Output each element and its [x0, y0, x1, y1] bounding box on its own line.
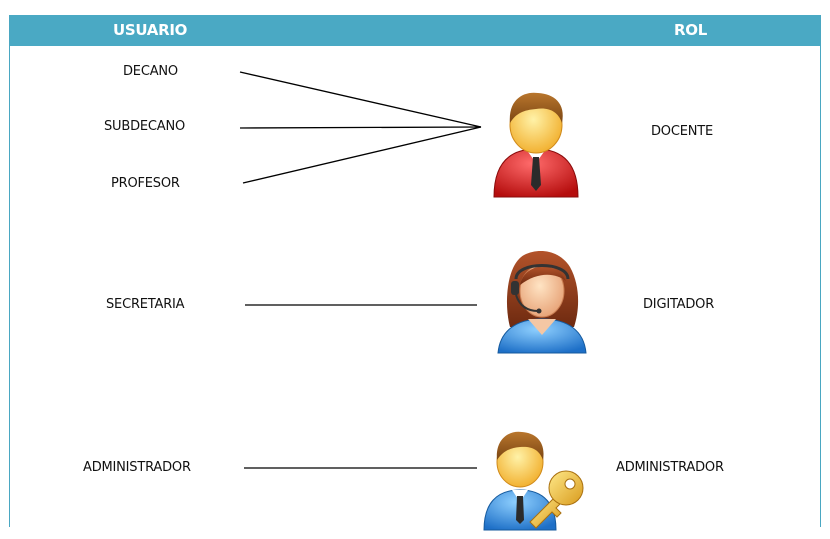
user-label-subdecano: SUBDECANO	[104, 119, 186, 134]
admin-user-key-icon	[483, 431, 584, 531]
user-label-secretaria: SECRETARIA	[106, 297, 185, 312]
female-operator-headset-icon	[497, 251, 587, 354]
header-bar	[9, 15, 821, 46]
connector-profesor	[242, 126, 482, 184]
role-label-digitador: DIGITADOR	[643, 297, 715, 312]
user-label-profesor: PROFESOR	[111, 176, 180, 191]
male-user-red-icon	[493, 92, 579, 198]
diagram-frame	[9, 15, 821, 527]
role-label-docente: DOCENTE	[651, 124, 714, 139]
connector-decano	[239, 71, 482, 128]
role-label-administrador: ADMINISTRADOR	[616, 460, 724, 475]
user-label-decano: DECANO	[123, 64, 178, 79]
usuario-column-header: USUARIO	[113, 21, 188, 39]
user-label-administrador: ADMINISTRADOR	[83, 460, 191, 475]
connector-subdecano	[239, 126, 482, 129]
rol-column-header: ROL	[674, 21, 707, 39]
